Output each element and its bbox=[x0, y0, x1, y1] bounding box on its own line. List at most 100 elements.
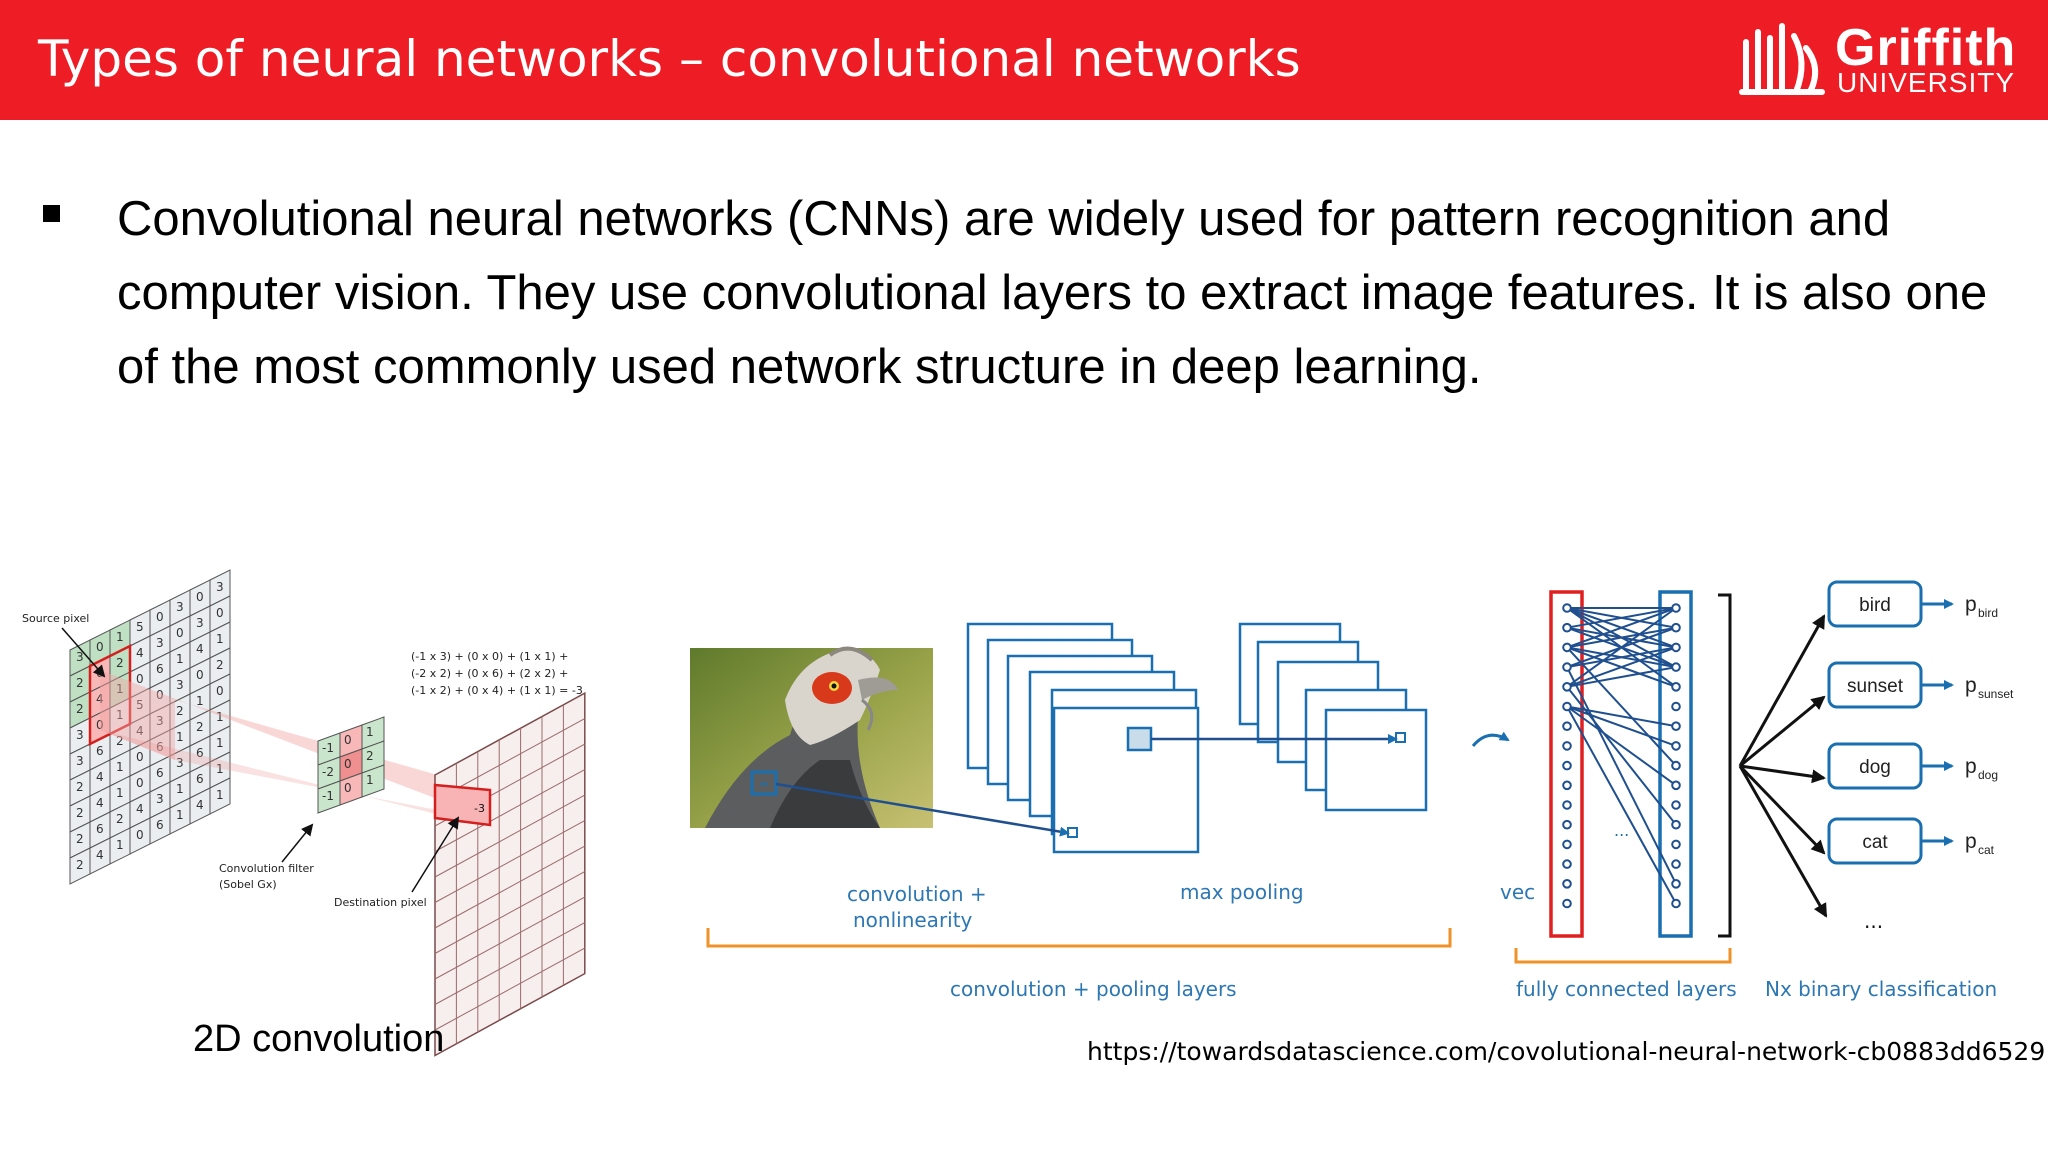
source-cell-value: 6 bbox=[156, 740, 164, 754]
label-vec: vec bbox=[1500, 880, 1535, 904]
fc-node bbox=[1671, 760, 1681, 771]
source-cell-value: 1 bbox=[216, 632, 224, 646]
source-cell-value: 4 bbox=[136, 646, 144, 660]
fc-node bbox=[1562, 760, 1572, 771]
source-cell-value: 2 bbox=[196, 720, 204, 734]
source-cell-value: 6 bbox=[156, 818, 164, 832]
source-cell-value: 1 bbox=[116, 682, 124, 696]
pooled-feature-maps bbox=[1238, 622, 1428, 812]
source-cell-value: 4 bbox=[196, 798, 204, 812]
source-cell-value: 1 bbox=[216, 788, 224, 802]
projection-band-top bbox=[100, 670, 490, 800]
equation-line-2: (-2 x 2) + (0 x 6) + (2 x 2) + bbox=[411, 667, 568, 680]
conv-pool-bracket bbox=[706, 928, 1452, 948]
source-cell-value: 0 bbox=[216, 684, 224, 698]
fc-node bbox=[1671, 701, 1681, 712]
fc-connection bbox=[1566, 705, 1677, 787]
source-cell-value: 3 bbox=[176, 756, 184, 770]
destination-arrow bbox=[411, 816, 460, 893]
fc-connection bbox=[1566, 706, 1677, 904]
prob-label-cat: p bbox=[1965, 830, 1977, 853]
source-cell-value: 2 bbox=[76, 780, 84, 794]
source-cell-value: 3 bbox=[176, 600, 184, 614]
fc-node bbox=[1671, 898, 1681, 909]
slide-title: Types of neural networks – convolutional… bbox=[38, 30, 1301, 88]
source-cell-value: 0 bbox=[156, 688, 164, 702]
prob-subscript-dog: dog bbox=[1978, 768, 1998, 782]
source-pixel-label: Source pixel bbox=[22, 612, 89, 625]
source-cell-value: 2 bbox=[116, 656, 124, 670]
bullet-icon bbox=[43, 205, 60, 222]
pooling-window bbox=[1126, 726, 1153, 752]
fc-connection bbox=[1566, 686, 1677, 826]
source-cell-value: 5 bbox=[136, 620, 144, 634]
filter-label-line2: (Sobel Gx) bbox=[219, 878, 277, 891]
destination-pixel-label: Destination pixel bbox=[334, 896, 427, 909]
source-cell-value: 3 bbox=[156, 714, 164, 728]
fc-node bbox=[1562, 642, 1572, 653]
source-cell bbox=[209, 777, 231, 815]
source-cell-value: 0 bbox=[216, 606, 224, 620]
fc-node bbox=[1671, 642, 1681, 653]
source-cell-value: 6 bbox=[196, 746, 204, 760]
class-arrow-cat bbox=[1738, 764, 1826, 855]
source-cell-value: 2 bbox=[176, 704, 184, 718]
bird-input-image bbox=[690, 646, 933, 828]
source-cell-value: 0 bbox=[196, 668, 204, 682]
source-cell-value: 1 bbox=[116, 786, 124, 800]
fc-node bbox=[1562, 721, 1572, 732]
label-max-pooling: max pooling bbox=[1180, 880, 1304, 904]
filter-cell-value: 1 bbox=[366, 773, 374, 787]
class-arrow-bird bbox=[1738, 614, 1826, 767]
source-cell-value: 2 bbox=[76, 832, 84, 846]
label-conv-pool-layers: convolution + pooling layers bbox=[950, 977, 1237, 1001]
filter-cell-value: -2 bbox=[322, 765, 334, 779]
source-cell-value: 2 bbox=[76, 858, 84, 872]
source-cell-value: 1 bbox=[116, 838, 124, 852]
conv-feature-maps bbox=[966, 622, 1200, 854]
source-cell-value: 1 bbox=[216, 736, 224, 750]
source-cell-value: 6 bbox=[96, 744, 104, 758]
source-cell-value: 1 bbox=[216, 710, 224, 724]
source-cell-value: 2 bbox=[76, 702, 84, 716]
source-grid: 3015030326243030241061413015030236243210… bbox=[69, 569, 231, 885]
source-cell-value: 1 bbox=[176, 652, 184, 666]
fc-node bbox=[1562, 859, 1572, 869]
source-cell-value: 1 bbox=[196, 694, 204, 708]
fc-node bbox=[1671, 879, 1681, 889]
source-url: https://towardsdatascience.com/covolutio… bbox=[1087, 1037, 2046, 1066]
flatten-arrow-icon bbox=[1471, 731, 1510, 747]
prob-label-sunset: p bbox=[1965, 674, 1977, 697]
prob-subscript-sunset: sunset bbox=[1978, 687, 2014, 701]
source-cell-value: 1 bbox=[116, 708, 124, 722]
fc-node bbox=[1671, 603, 1681, 613]
source-cell-value: 4 bbox=[136, 724, 144, 738]
source-cell-value: 0 bbox=[176, 626, 184, 640]
fc-ellipsis: ... bbox=[1614, 821, 1629, 840]
convolution-filter-grid: -101-202-101 bbox=[317, 716, 385, 814]
logo-name: Griffith bbox=[1835, 19, 2017, 77]
fc-node bbox=[1562, 682, 1572, 692]
fc-connection bbox=[1566, 666, 1677, 885]
filter-cell-value: 0 bbox=[344, 733, 352, 747]
source-cell-value: 2 bbox=[216, 658, 224, 672]
source-cell-value: 6 bbox=[156, 662, 164, 676]
prob-subscript-bird: bird bbox=[1978, 606, 1998, 620]
source-cell-value: 0 bbox=[136, 672, 144, 686]
convolution-diagram: 3015030326243030241061413015030236243210… bbox=[22, 569, 586, 1057]
fc-node bbox=[1562, 819, 1572, 830]
source-cell-value: 6 bbox=[156, 766, 164, 780]
fc-node bbox=[1562, 603, 1572, 613]
source-cell-value: 4 bbox=[96, 796, 104, 810]
label-nonlinearity: nonlinearity bbox=[853, 908, 973, 932]
cnn-pipeline-diagram: convolution + nonlinearity max pooling v… bbox=[690, 580, 2014, 1001]
conv-arrow bbox=[775, 782, 1070, 837]
fc-node bbox=[1671, 662, 1681, 672]
griffith-logo-mark-icon bbox=[1739, 23, 1825, 95]
fc-node bbox=[1562, 780, 1572, 791]
fc-connection bbox=[1566, 607, 1677, 649]
filter-cell-value: 0 bbox=[344, 781, 352, 795]
fc-connection bbox=[1566, 607, 1677, 629]
fc-node bbox=[1562, 741, 1572, 751]
equation-line-1: (-1 x 3) + (0 x 0) + (1 x 1) + bbox=[411, 650, 568, 663]
